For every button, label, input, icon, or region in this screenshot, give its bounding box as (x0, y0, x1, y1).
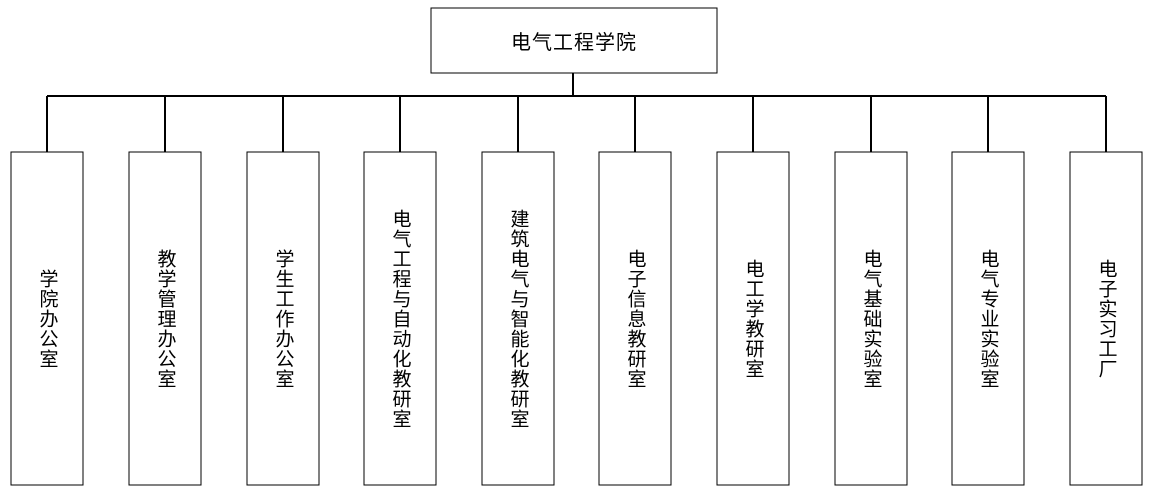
child-node-building-electrical: 建筑电气与智能化教研室 (482, 152, 554, 485)
child-node-box (834, 151, 908, 486)
child-node-text: 电气专业实验室 (977, 248, 1000, 389)
child-node-box (951, 151, 1025, 486)
child-node-box (363, 151, 437, 486)
child-node-box (716, 151, 790, 486)
child-node-basic-lab: 电气基础实验室 (835, 152, 907, 485)
child-node-box (1069, 151, 1143, 486)
child-node-office: 学院办公室 (11, 152, 83, 485)
child-node-box (598, 151, 672, 486)
child-node-text: 建筑电气与智能化教研室 (507, 208, 530, 429)
child-node-text: 电气基础实验室 (860, 248, 883, 389)
child-node-teaching-management: 教学管理办公室 (129, 152, 201, 485)
child-node-text: 教学管理办公室 (154, 248, 177, 389)
child-node-box (10, 151, 84, 486)
child-node-professional-lab: 电气专业实验室 (952, 152, 1024, 485)
child-node-electrotechnics: 电工学教研室 (717, 152, 789, 485)
child-node-box (246, 151, 320, 486)
child-node-text: 学生工作办公室 (272, 248, 295, 389)
child-node-student-affairs: 学生工作办公室 (247, 152, 319, 485)
child-node-text: 电气工程与自动化教研室 (389, 208, 412, 429)
child-node-text: 电子信息教研室 (624, 248, 647, 389)
child-node-electrical-automation: 电气工程与自动化教研室 (364, 152, 436, 485)
child-node-text: 电工学教研室 (742, 258, 765, 379)
root-node-box (430, 7, 718, 74)
child-node-text: 电子实习工厂 (1095, 258, 1118, 379)
child-node-text: 学院办公室 (36, 268, 59, 369)
child-node-practice-factory: 电子实习工厂 (1070, 152, 1142, 485)
child-node-box (128, 151, 202, 486)
child-node-box (481, 151, 555, 486)
root-node-label: 电气工程学院 (511, 30, 637, 54)
child-node-electronic-info: 电子信息教研室 (599, 152, 671, 485)
